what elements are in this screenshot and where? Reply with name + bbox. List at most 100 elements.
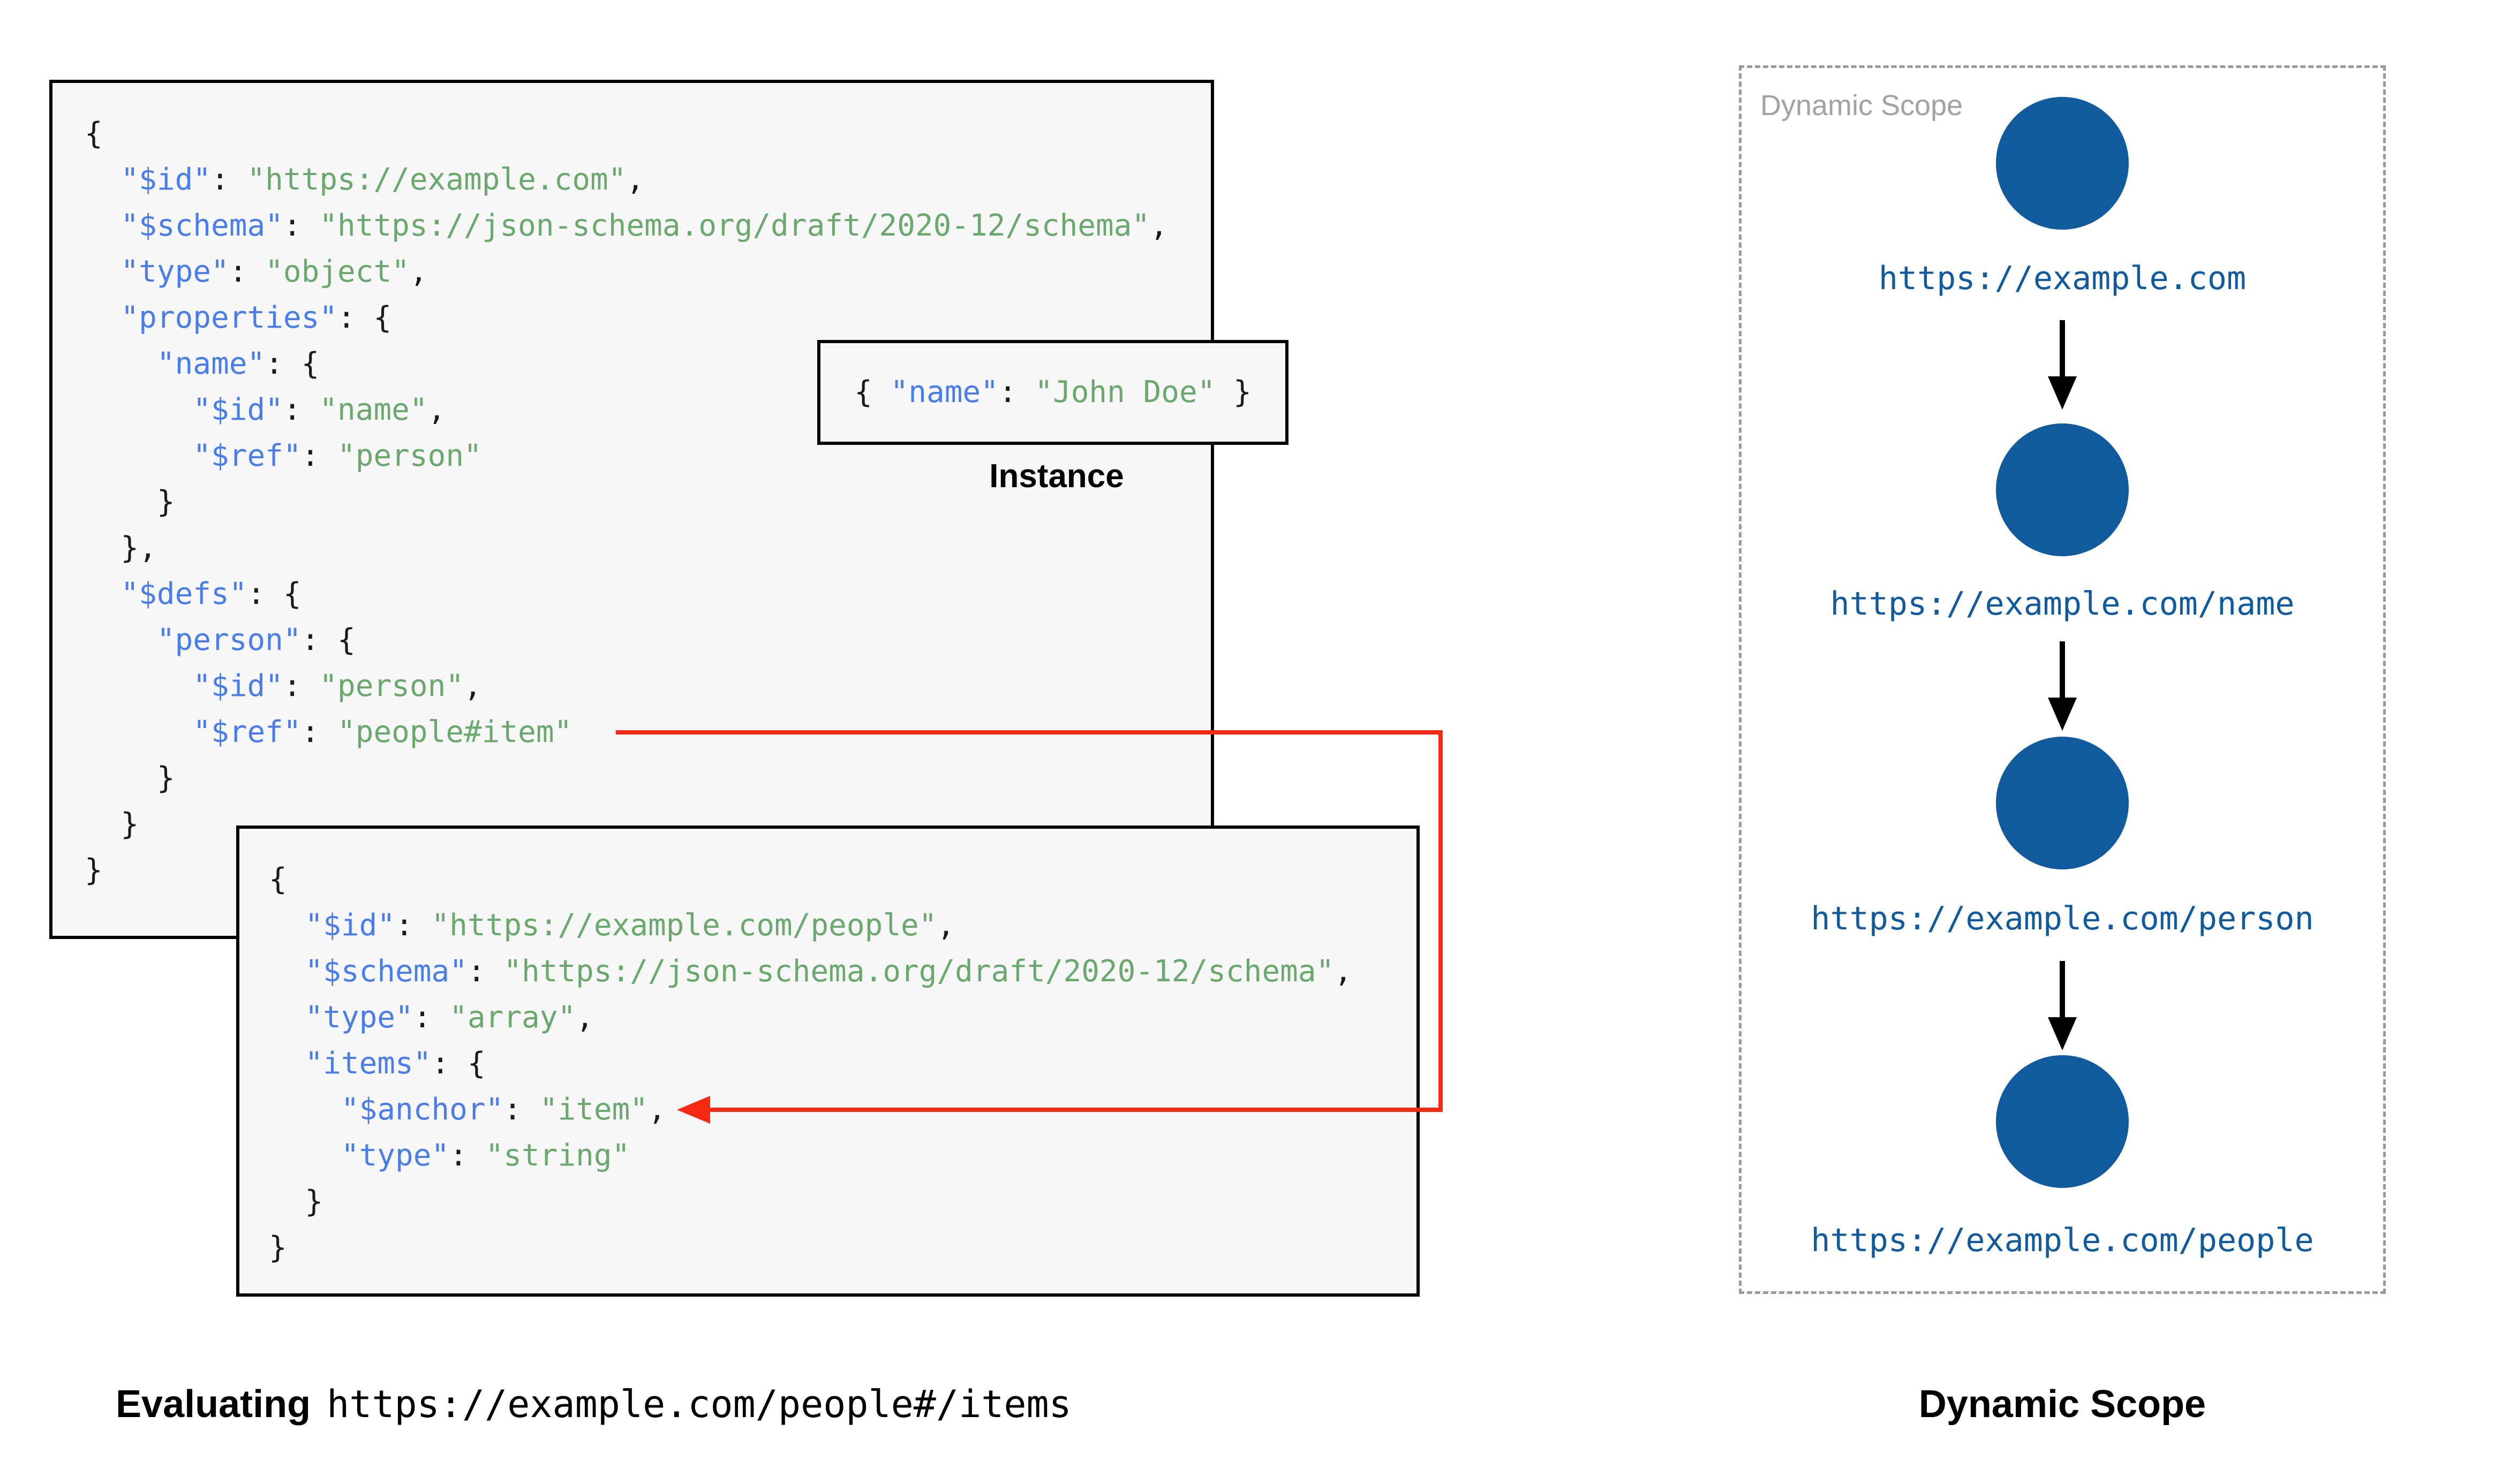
code-line: "$id": "https://example.com",	[85, 157, 1211, 203]
code-line: "name": {	[85, 341, 1211, 387]
code-key: "$schema"	[305, 954, 468, 989]
code-punctuation: ,	[427, 392, 446, 427]
code-key: "name"	[156, 346, 266, 381]
code-punctuation: ,	[576, 1000, 594, 1035]
ref-arrow-segment-vertical	[1438, 730, 1443, 1112]
code-line: "$ref": "person"	[85, 433, 1211, 479]
code-punctuation	[85, 438, 193, 473]
code-punctuation: ,	[464, 669, 482, 703]
code-key: "items"	[305, 1046, 432, 1081]
code-line: "person": {	[85, 617, 1211, 663]
code-value: "John Doe"	[1035, 375, 1216, 410]
code-punctuation: :	[229, 254, 266, 289]
code-line: },	[85, 525, 1211, 571]
code-line: "$defs": {	[85, 571, 1211, 617]
code-punctuation: :	[395, 908, 432, 943]
code-punctuation	[269, 908, 305, 943]
code-line: {	[85, 111, 1211, 157]
code-punctuation: },	[85, 531, 157, 565]
code-key: "$anchor"	[341, 1092, 504, 1127]
code-punctuation: :	[467, 954, 504, 989]
scope-arrowhead-icon	[2048, 376, 2077, 410]
ref-arrowhead-icon	[677, 1096, 710, 1124]
code-key: "properties"	[120, 300, 338, 335]
code-value: "object"	[265, 254, 410, 289]
code-punctuation: }	[85, 807, 139, 842]
code-punctuation: ,	[1150, 208, 1168, 243]
code-punctuation: {	[85, 116, 103, 151]
code-line: "$id": "name",	[85, 387, 1211, 433]
code-line: }	[85, 847, 1211, 894]
code-punctuation: :	[998, 375, 1035, 410]
code-punctuation: }	[1215, 375, 1252, 410]
code-key: "$id"	[120, 162, 212, 197]
ref-arrow-segment-top	[616, 730, 1443, 735]
code-line: "items": {	[269, 1041, 1416, 1087]
code-punctuation	[85, 715, 193, 749]
dynamic-scope-panel-label: Dynamic Scope	[1760, 89, 1963, 122]
code-value: "https://json-schema.org/draft/2020-12/s…	[319, 208, 1150, 243]
code-line: }	[85, 801, 1211, 847]
code-value: "string"	[485, 1138, 630, 1173]
code-punctuation: }	[269, 1230, 287, 1265]
scope-arrowhead-icon	[2048, 1017, 2077, 1050]
code-punctuation: ,	[1334, 954, 1352, 989]
dynamic-scope-title: Dynamic Scope	[1918, 1383, 2206, 1426]
code-punctuation: : {	[337, 300, 392, 335]
code-line: }	[85, 479, 1211, 525]
code-punctuation: {	[269, 862, 287, 897]
code-line: "properties": {	[85, 295, 1211, 341]
code-line: "$id": "person",	[85, 663, 1211, 709]
scope-node-circle	[1996, 423, 2129, 556]
code-line: }	[85, 755, 1211, 801]
scope-node-url: https://example.com	[1878, 260, 2247, 297]
code-punctuation	[85, 254, 120, 289]
people-schema-code-box: { "$id": "https://example.com/people", "…	[236, 826, 1420, 1297]
code-line: "type": "string"	[269, 1133, 1416, 1179]
code-key: "$defs"	[120, 577, 247, 611]
code-line: "$ref": "people#item"	[85, 709, 1211, 755]
code-punctuation	[85, 623, 157, 657]
code-value: "people#item"	[337, 715, 572, 749]
code-value: "name"	[319, 392, 428, 427]
code-punctuation: : {	[431, 1046, 486, 1081]
scope-arrow-line	[2060, 961, 2065, 1017]
code-line: { "name": "John Doe" }	[854, 376, 1252, 408]
scope-arrow-line	[2060, 641, 2065, 698]
code-punctuation: :	[449, 1138, 486, 1173]
code-key: "type"	[305, 1000, 413, 1035]
code-value: "https://example.com/people"	[431, 908, 937, 943]
evaluating-caption: Evaluating https://example.com/people#/i…	[116, 1376, 1072, 1432]
code-punctuation: ,	[626, 162, 645, 197]
code-punctuation: ,	[648, 1092, 666, 1127]
code-key: "$ref"	[193, 715, 302, 749]
code-punctuation	[85, 346, 157, 381]
code-key: "$schema"	[120, 208, 283, 243]
code-punctuation	[269, 1000, 305, 1035]
scope-node-url: https://example.com/name	[1830, 585, 2295, 623]
code-value: "person"	[337, 438, 482, 473]
scope-node-circle	[1996, 737, 2129, 869]
code-value: "https://example.com"	[247, 162, 627, 197]
code-line: "type": "array",	[269, 995, 1416, 1041]
root-schema-code-box: { "$id": "https://example.com", "$schema…	[49, 80, 1214, 939]
code-punctuation	[269, 954, 305, 989]
code-key: "$ref"	[193, 438, 302, 473]
code-punctuation	[85, 208, 120, 243]
code-punctuation: : {	[265, 346, 320, 381]
code-punctuation: ,	[937, 908, 955, 943]
scope-arrowhead-icon	[2048, 698, 2077, 731]
code-punctuation	[85, 392, 193, 427]
scope-node-circle	[1996, 97, 2129, 230]
code-punctuation: {	[854, 375, 891, 410]
instance-code-box: { "name": "John Doe" }	[817, 340, 1288, 445]
code-value: "https://json-schema.org/draft/2020-12/s…	[503, 954, 1335, 989]
code-value: "item"	[539, 1092, 649, 1127]
code-punctuation: : {	[247, 577, 302, 611]
code-line: "type": "object",	[85, 249, 1211, 295]
code-punctuation: }	[85, 484, 175, 519]
code-line: "$id": "https://example.com/people",	[269, 903, 1416, 949]
code-punctuation: : {	[301, 623, 356, 657]
code-key: "person"	[156, 623, 302, 657]
